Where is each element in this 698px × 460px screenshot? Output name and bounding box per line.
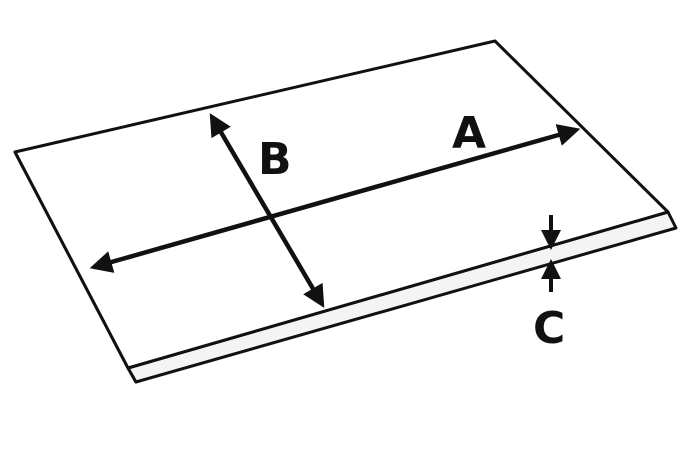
label-a: A [452,108,486,159]
label-c: C [533,303,565,354]
dimension-b-arrow [209,113,325,308]
dimension-a-arrow [89,124,581,273]
label-b: B [258,134,292,185]
